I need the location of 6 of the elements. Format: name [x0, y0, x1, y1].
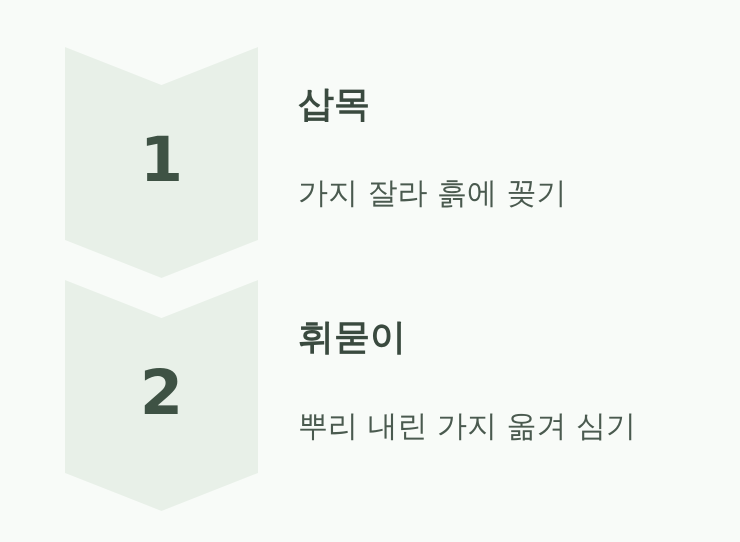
step-description: 뿌리 내린 가지 옮겨 심기: [298, 408, 636, 446]
step-title: 휘묻이: [298, 316, 406, 360]
step-description: 가지 잘라 흙에 꽂기: [298, 175, 567, 213]
step-title: 삽목: [298, 83, 370, 127]
step-number: 2: [138, 358, 184, 428]
step-number: 1: [138, 125, 184, 195]
